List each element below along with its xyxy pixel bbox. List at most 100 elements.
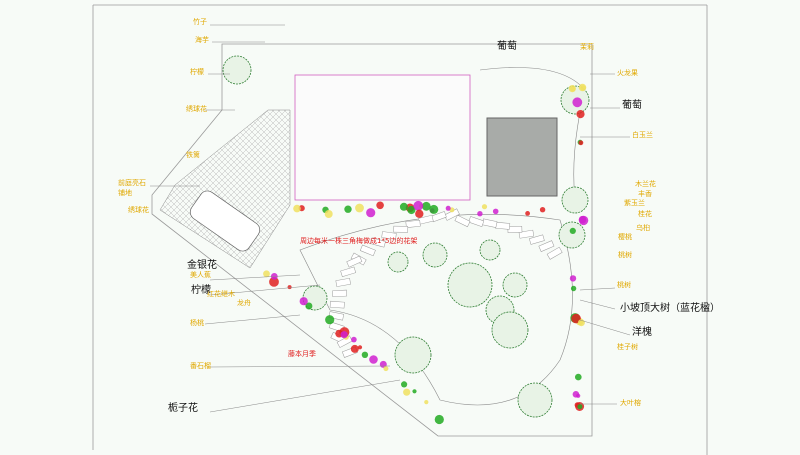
- stepping-stone: [468, 216, 485, 227]
- flower-icon: [421, 201, 431, 211]
- flower-icon: [576, 393, 581, 398]
- stepping-stone: [405, 219, 421, 228]
- stepping-stone: [359, 244, 376, 257]
- label-left: 龙舟: [237, 299, 251, 307]
- label-right: 紫玉兰: [624, 199, 645, 207]
- stepping-stone: [336, 335, 353, 348]
- label-left: 番石榴: [190, 362, 211, 370]
- label-right: 大叶榕: [620, 399, 641, 407]
- tree-icon: [558, 221, 586, 249]
- flower-icon: [578, 215, 589, 226]
- red-note-climbing-rose: 藤本月季: [288, 350, 316, 358]
- label-right-black: 小坡顶大树（蓝花楹）: [620, 303, 720, 314]
- stepping-stone: [518, 229, 535, 239]
- tree-icon: [222, 55, 252, 85]
- flower-icon: [413, 200, 424, 211]
- label-right: 火龙果: [617, 69, 638, 77]
- flower-icon: [324, 210, 333, 218]
- tree-icon: [502, 272, 528, 298]
- flower-icon: [376, 201, 384, 210]
- stepping-stone: [370, 237, 386, 248]
- label-left: 海芋: [195, 36, 209, 44]
- label-left: 铁篱: [186, 151, 200, 159]
- flower-icon: [401, 381, 408, 388]
- stepping-stone: [528, 234, 545, 245]
- leader-lines: [150, 24, 631, 413]
- tree-icon: [491, 311, 529, 349]
- stepping-stones: [328, 208, 563, 358]
- stepping-stone: [393, 225, 409, 233]
- label-left: 铺地: [118, 189, 132, 197]
- flower-icon: [477, 211, 483, 217]
- stepping-stone: [346, 255, 363, 268]
- label-right: 茉莉: [580, 43, 594, 51]
- flower-icon: [299, 297, 308, 306]
- tree-icon: [387, 251, 409, 273]
- label-top: 葡萄: [497, 41, 517, 52]
- label-left-black: 栀子花: [168, 403, 198, 414]
- tree-icon: [517, 382, 553, 418]
- stepping-stone: [495, 221, 511, 230]
- label-right: 桃树: [617, 281, 631, 289]
- paved-driveway: [159, 109, 291, 269]
- flower-icon: [412, 389, 417, 394]
- label-right: 桂花: [638, 210, 652, 218]
- flowers: [263, 83, 589, 425]
- label-left-black: 金银花: [187, 260, 217, 271]
- stepping-stone: [381, 231, 397, 240]
- label-left-black: 柠檬: [191, 285, 211, 296]
- flower-icon: [492, 208, 499, 215]
- label-left: 绣球花: [128, 206, 149, 214]
- label-right-black: 洋槐: [632, 327, 652, 338]
- flower-icon: [325, 315, 335, 325]
- flower-icon: [269, 277, 279, 287]
- stepping-stone: [340, 266, 357, 278]
- label-right: 白玉兰: [632, 131, 653, 139]
- flower-icon: [340, 331, 348, 339]
- flower-icon: [572, 97, 583, 108]
- label-right: 桃树: [618, 251, 632, 259]
- flower-icon: [525, 211, 530, 216]
- house-footprint: [294, 74, 471, 201]
- label-left: 柠檬: [190, 68, 204, 76]
- flower-icon: [576, 110, 585, 119]
- flower-icon: [305, 302, 313, 310]
- label-right: 木兰花: [635, 180, 656, 188]
- flower-icon: [578, 140, 584, 146]
- flower-icon: [570, 86, 576, 92]
- stepping-stone: [454, 214, 471, 228]
- flower-icon: [424, 400, 429, 405]
- site-boundary: [151, 43, 593, 437]
- flower-icon: [293, 204, 301, 213]
- tree-icon: [479, 239, 501, 261]
- label-right-black: 葡萄: [622, 100, 642, 111]
- flower-icon: [361, 351, 369, 358]
- flower-icon: [263, 270, 270, 278]
- gray-structure: [486, 117, 558, 197]
- tree-icon: [447, 262, 493, 308]
- stepping-stone: [335, 277, 351, 287]
- flower-icon: [580, 85, 586, 91]
- flower-icon: [569, 275, 577, 282]
- tree-icon: [561, 186, 589, 214]
- label-left: 竹子: [193, 18, 207, 26]
- stepping-stone: [546, 246, 563, 260]
- flower-icon: [481, 204, 488, 210]
- flower-icon: [355, 203, 364, 213]
- label-right: 桂子树: [617, 343, 638, 351]
- label-left: 绣球花: [186, 105, 207, 113]
- label-left: 红花继木: [207, 290, 235, 298]
- tree-icon: [422, 242, 448, 268]
- flower-icon: [570, 285, 577, 292]
- flower-icon: [403, 388, 411, 396]
- label-left: 美人蕉: [190, 271, 211, 279]
- flower-icon: [539, 207, 546, 213]
- stepping-stone: [538, 240, 555, 252]
- flower-icon: [287, 285, 292, 290]
- label-right: 樱桃: [618, 233, 632, 241]
- flower-icon: [357, 345, 363, 350]
- flower-icon: [369, 355, 378, 364]
- red-note-trellis: 周边每米一株三角梅做成1*5边的花架: [300, 237, 418, 245]
- stepping-stone: [332, 289, 348, 298]
